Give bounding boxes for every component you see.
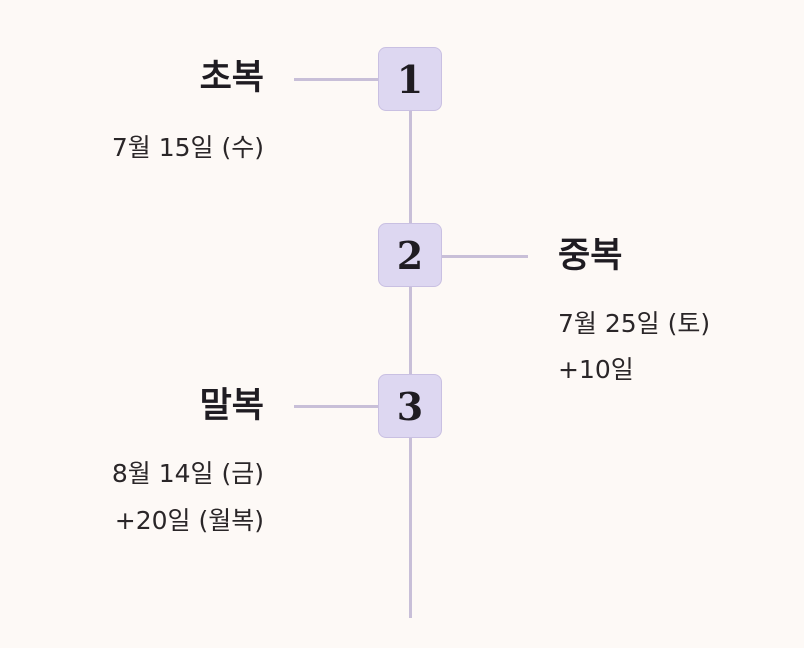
- connector-event-1: [294, 78, 380, 81]
- timeline-axis: [409, 100, 412, 618]
- connector-event-3: [294, 405, 380, 408]
- event-date-2: 7월 25일 (토): [558, 309, 711, 338]
- connector-event-2: [442, 255, 528, 258]
- node-label-2: 2: [396, 232, 424, 278]
- timeline-node-1: 1: [378, 47, 442, 111]
- event-date-3: 8월 14일 (금): [111, 459, 264, 488]
- event-date-1: 7월 15일 (수): [111, 133, 264, 162]
- timeline-node-3: 3: [378, 374, 442, 438]
- node-label-3: 3: [396, 383, 424, 429]
- event-name-1: 초복: [199, 58, 264, 98]
- event-name-2: 중복: [558, 236, 623, 276]
- timeline-node-2: 2: [378, 223, 442, 287]
- event-interval-3: +20일 (월복): [114, 506, 264, 535]
- event-name-3: 말복: [199, 386, 264, 426]
- event-interval-2: +10일: [558, 355, 634, 384]
- node-label-1: 1: [396, 56, 424, 102]
